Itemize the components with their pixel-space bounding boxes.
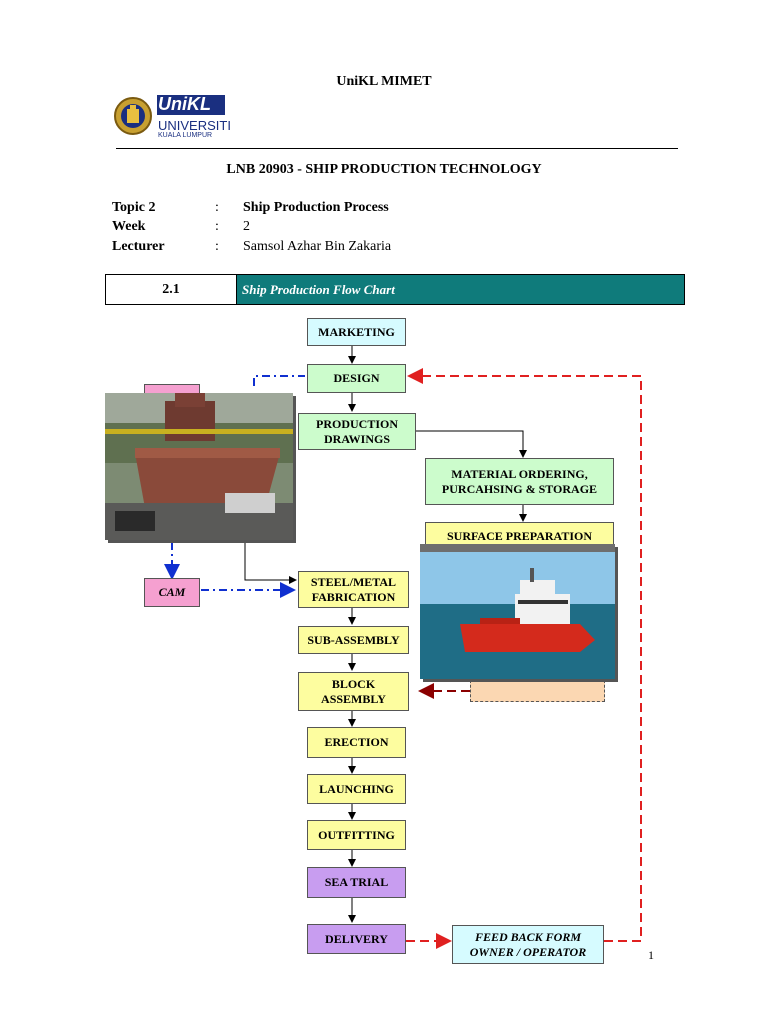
crest-icon xyxy=(114,97,152,135)
week-value: 2 xyxy=(243,219,250,234)
vessel-photo xyxy=(420,544,615,679)
outfitting-label: OUTFITTING xyxy=(318,827,395,842)
surface-label: SURFACE PREPARATION xyxy=(446,529,592,543)
steel-fabrication-box: STEEL/METAL FABRICATION xyxy=(298,571,409,608)
erection-label: ERECTION xyxy=(324,735,389,749)
shipyard-photo xyxy=(105,393,293,540)
logo-line1: UNIVERSITI xyxy=(158,118,231,133)
lecturer-colon: : xyxy=(215,239,219,254)
sea-trial-box: SEA TRIAL xyxy=(307,867,406,898)
sea-trial-label: SEA TRIAL xyxy=(324,875,389,889)
outsourced-box-partial xyxy=(470,680,605,702)
block-assembly-box: BLOCK ASSEMBLY xyxy=(298,672,409,711)
feedback-line2: OWNER / OPERATOR xyxy=(469,944,587,959)
outfitting-box: OUTFITTING xyxy=(307,820,406,850)
sub-assembly-box: SUB-ASSEMBLY xyxy=(298,626,409,654)
steel-line1: STEEL/METAL xyxy=(310,574,397,589)
page-number: 1 xyxy=(648,948,654,962)
launching-box: LAUNCHING xyxy=(307,774,406,804)
section-title: Ship Production Flow Chart xyxy=(236,274,685,305)
feedback-line1: FEED BACK FORM xyxy=(474,929,582,944)
production-drawings-box: PRODUCTION DRAWINGS xyxy=(298,413,416,450)
cam-box: CAM xyxy=(144,578,200,607)
header-divider xyxy=(116,148,678,149)
cam-label: CAM xyxy=(158,585,186,599)
launching-label: LAUNCHING xyxy=(319,781,394,796)
lecturer-label: Lecturer xyxy=(112,239,165,254)
material-ordering-box: MATERIAL ORDERING, PURCAHSING & STORAGE xyxy=(425,458,614,505)
erection-box: ERECTION xyxy=(307,727,406,758)
lecturer-value: Samsol Azhar Bin Zakaria xyxy=(243,239,392,254)
material-line2: PURCAHSING & STORAGE xyxy=(441,481,598,496)
week-label: Week xyxy=(112,219,146,234)
institution-title: UniKL MIMET xyxy=(336,74,432,89)
block-line1: BLOCK xyxy=(331,676,376,691)
week-colon: : xyxy=(215,219,219,234)
course-title: LNB 20903 - SHIP PRODUCTION TECHNOLOGY xyxy=(226,162,542,177)
marketing-label: MARKETING xyxy=(318,324,395,339)
logo-line2: KUALA LUMPUR xyxy=(158,132,213,139)
material-line1: MATERIAL ORDERING, xyxy=(451,466,588,481)
topic-colon: : xyxy=(215,200,219,215)
feedback-form-box: FEED BACK FORM OWNER / OPERATOR xyxy=(452,925,604,964)
marketing-box: MARKETING xyxy=(307,318,406,346)
production-drawings-line2: DRAWINGS xyxy=(323,431,390,446)
topic-value: Ship Production Process xyxy=(243,200,389,215)
design-box: DESIGN xyxy=(307,364,406,393)
delivery-label: DELIVERY xyxy=(325,931,388,946)
logo-brand: UniKL xyxy=(158,94,211,114)
delivery-box: DELIVERY xyxy=(307,924,406,954)
sub-assembly-label: SUB-ASSEMBLY xyxy=(307,632,400,647)
production-drawings-line1: PRODUCTION xyxy=(315,416,398,431)
block-line2: ASSEMBLY xyxy=(321,691,386,706)
unikl-logo: UniKL UNIVERSITI KUALA LUMPUR xyxy=(114,94,231,142)
design-label: DESIGN xyxy=(333,371,380,385)
steel-line2: FABRICATION xyxy=(311,589,396,604)
topic-label: Topic 2 xyxy=(112,200,156,215)
